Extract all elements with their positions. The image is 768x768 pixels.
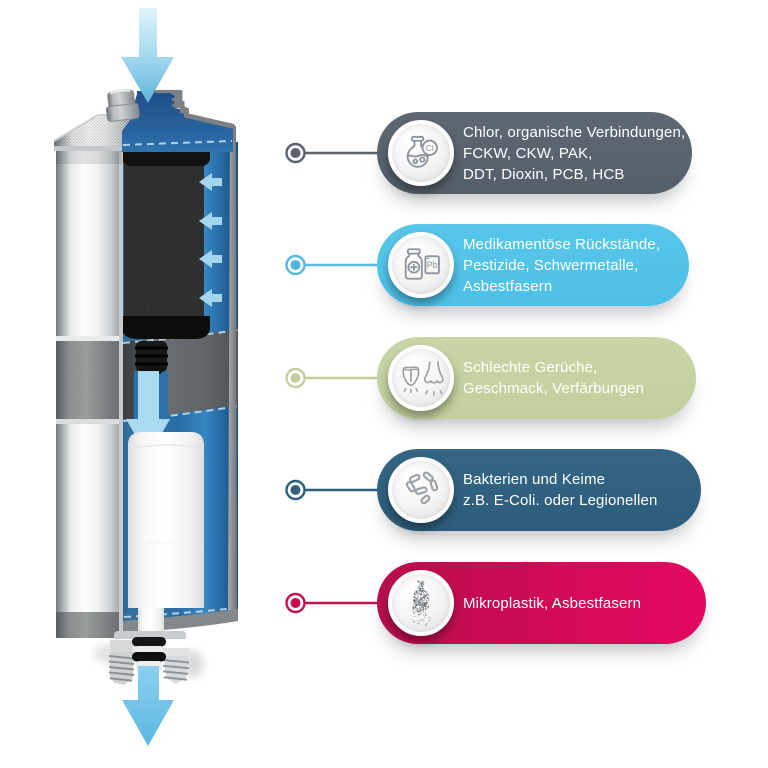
svg-text:Pb: Pb (427, 260, 438, 270)
svg-text:Cl: Cl (426, 143, 434, 153)
